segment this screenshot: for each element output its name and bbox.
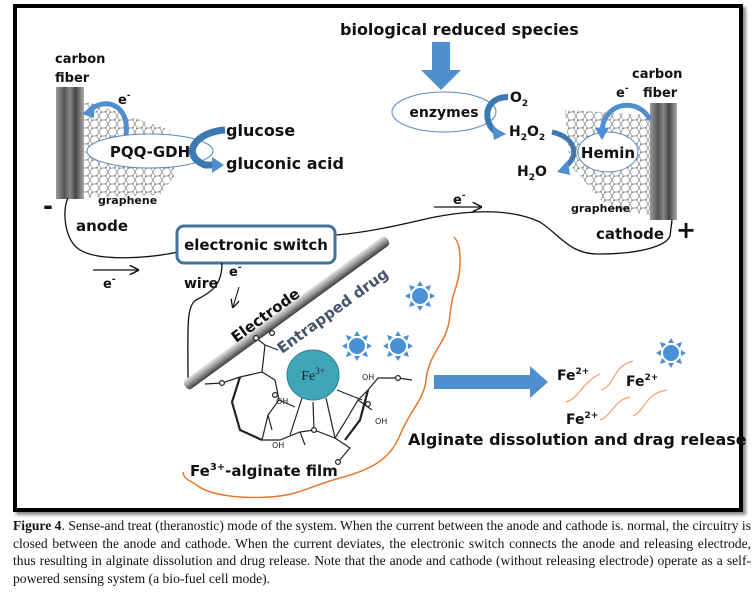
enzymes-label: enzymes xyxy=(409,105,478,121)
carbon-fiber-label-right-1: carbon xyxy=(632,67,682,82)
electronic-switch-label: electronic switch xyxy=(184,236,328,254)
drug-molecule-icon xyxy=(383,331,413,361)
releasing-electrode-rod xyxy=(183,236,390,390)
electron-transfer-arrowhead-right xyxy=(595,128,609,140)
oxygen-reduction-arrowhead xyxy=(492,126,506,140)
wire-label: wire xyxy=(184,276,218,292)
hemin-label: Hemin xyxy=(581,144,635,162)
release-arrow xyxy=(434,366,548,398)
fe3-alginate-film-label: Fe3+-alginate film xyxy=(190,462,338,480)
oh-group-label: OH xyxy=(272,441,284,450)
gluconic-acid-label: gluconic acid xyxy=(226,154,344,173)
fe2-label: Fe2+ xyxy=(626,373,658,390)
hemin-ellipse xyxy=(577,131,639,173)
drug-molecule-icon xyxy=(656,338,686,368)
cathode-label: cathode xyxy=(596,225,664,243)
alginate-film-boundary xyxy=(182,236,461,499)
graphene-label-left: graphene xyxy=(98,194,157,207)
switch-to-electrode-wire xyxy=(187,262,223,381)
down-arrow xyxy=(421,42,461,90)
oh-group-label: OH xyxy=(276,397,288,406)
alginate-dissolution-label: Alginate dissolution and drag release xyxy=(408,430,747,449)
biological-reduced-species-label: biological reduced species xyxy=(340,20,579,39)
electron-down-arrow xyxy=(233,286,240,307)
figure-caption: Figure 4. Sense-and treat (theranostic) … xyxy=(13,517,751,587)
h2o-label: H2O xyxy=(517,164,547,183)
h2o2-label: H2O2 xyxy=(509,124,545,143)
pqq-gdh-ellipse xyxy=(86,133,214,169)
electron-label-anode: e- xyxy=(118,91,131,108)
glucose-label: glucose xyxy=(226,121,295,140)
h2o2-reduction-arrowhead xyxy=(557,160,570,175)
drug-molecule-icon xyxy=(342,331,372,361)
carbon-fiber-label-left-1: carbon xyxy=(55,52,105,67)
cathode-wire xyxy=(335,211,673,255)
fe2-label: Fe2+ xyxy=(557,367,589,384)
anode-label: anode xyxy=(76,217,128,235)
carbon-fiber-label-right-2: fiber xyxy=(643,86,678,101)
electron-transfer-arrowhead-left xyxy=(82,104,94,118)
glucose-arrowhead xyxy=(212,157,224,173)
fe3-ion-label: Fe3+ xyxy=(301,366,325,384)
alginate-molecule-structure xyxy=(204,330,413,466)
carbon-fiber-label-left-2: fiber xyxy=(55,71,90,86)
drug-molecule-icon xyxy=(405,281,435,311)
electronic-switch-box xyxy=(175,224,337,265)
caption-text: . Sense-and treat (theranostic) mode of … xyxy=(13,518,751,586)
carbon-fiber-left xyxy=(56,87,84,199)
electron-transfer-arrow-right xyxy=(599,102,653,131)
pqq-gdh-label: PQQ-GDH xyxy=(110,143,190,161)
carbon-fiber-right xyxy=(650,103,677,220)
dissolved-alginate-fragments xyxy=(565,360,668,421)
enzymes-ellipse xyxy=(391,91,497,133)
o2-label: O2 xyxy=(510,90,528,109)
plus-sign: + xyxy=(676,216,696,244)
anode-wire xyxy=(64,197,179,259)
graphene-label-right: graphene xyxy=(571,202,630,215)
oh-group-label: OH xyxy=(362,373,374,382)
electron-flow-label-left: e- xyxy=(103,275,116,292)
minus-sign: - xyxy=(43,192,53,220)
fe2-label: Fe2+ xyxy=(566,411,598,428)
electron-label-wire: e- xyxy=(229,263,242,280)
glucose-oxidation-arrow xyxy=(189,126,226,169)
electron-label-cathode: e- xyxy=(616,84,629,101)
oh-group-label: OH xyxy=(375,417,387,426)
fe3-ion-circle xyxy=(286,349,340,401)
theranostic-diagram: carbon fiber PQQ-GDH e- glucose gluconic… xyxy=(43,20,747,499)
electron-flow-label-top: e- xyxy=(453,191,466,208)
figure-number: Figure 4 xyxy=(13,518,62,533)
